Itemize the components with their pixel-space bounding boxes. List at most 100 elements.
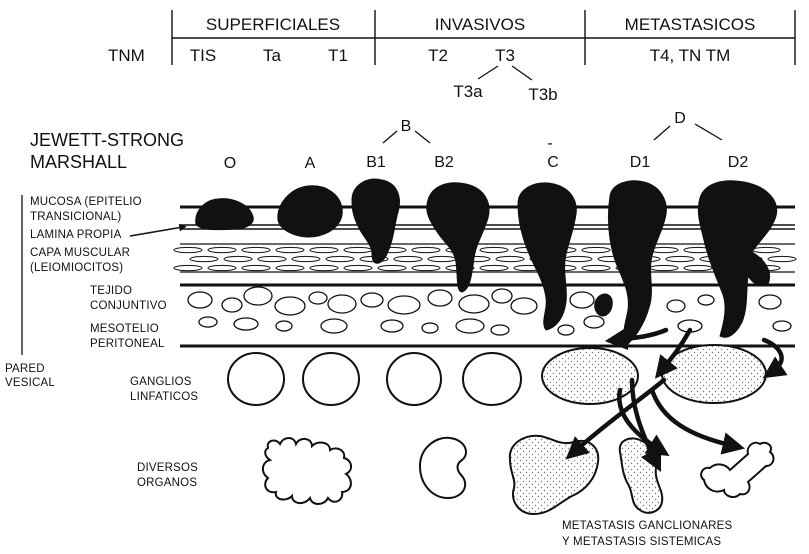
t3-branch-line	[512, 66, 532, 80]
muscle-fiber	[242, 247, 270, 252]
muscle-fiber	[480, 265, 508, 270]
connective-cell	[276, 321, 292, 331]
muscle-fiber	[394, 256, 422, 261]
connective-cell	[381, 320, 403, 332]
lymph-node-metastatic	[542, 348, 638, 404]
label-ganglios-2: LINFATICOS	[130, 391, 198, 403]
organ-bone	[701, 443, 773, 497]
muscle-fiber	[208, 265, 236, 270]
jsm-stage-o: O	[224, 155, 236, 172]
label-organos-2: ORGANOS	[137, 477, 197, 489]
jsm-stage-c: C	[547, 154, 559, 171]
muscle-fiber	[258, 256, 286, 261]
group-superficiales: SUPERFICIALES	[206, 15, 340, 34]
muscle-fiber	[310, 247, 338, 252]
muscle-fiber	[326, 256, 354, 261]
organ-kidney	[420, 438, 466, 498]
muscle-fiber	[276, 265, 304, 270]
group-invasivos: INVASIVOS	[435, 15, 525, 34]
jsm-c-mark: -	[547, 135, 552, 152]
connective-cell	[328, 295, 356, 313]
muscle-fiber	[378, 265, 406, 270]
stage-tis: TIS	[190, 46, 216, 65]
jsm-stage-a: A	[305, 155, 316, 172]
jewett-strong-marshall: JEWETT-STRONG MARSHALL B D O A B1 B2 - C…	[30, 110, 748, 172]
tumour-d1	[608, 181, 666, 344]
connective-cell	[570, 292, 594, 308]
connective-cell	[558, 325, 574, 335]
d-branch-line	[695, 124, 722, 140]
label-mesotelio-1: MESOTELIO	[90, 323, 159, 335]
muscle-fiber	[412, 247, 440, 252]
connective-cell	[361, 293, 383, 307]
caption-line2: Y METASTASIS SISTEMICAS	[562, 536, 721, 548]
muscle-fiber	[242, 265, 270, 270]
muscle-fiber	[412, 265, 440, 270]
jsm-stage-d1: D1	[630, 154, 651, 171]
muscle-fiber	[224, 256, 252, 261]
connective-tissue	[188, 287, 791, 335]
tumour-a	[278, 186, 342, 237]
muscle-fibers	[174, 247, 796, 270]
connective-cell	[309, 292, 327, 304]
connective-cell	[428, 290, 452, 306]
jsm-stage-b2: B2	[434, 154, 454, 171]
tumour-o	[196, 199, 253, 230]
connective-cell	[759, 295, 781, 309]
stage-t3a: T3a	[453, 82, 483, 101]
lymph-nodes	[228, 345, 766, 405]
connective-cell	[584, 316, 604, 328]
jsm-title-line2: MARSHALL	[30, 152, 127, 172]
tnm-header: SUPERFICIALES INVASIVOS METASTASICOS TNM…	[108, 10, 795, 104]
muscle-fiber	[480, 247, 508, 252]
muscle-fiber	[752, 247, 780, 252]
jsm-title-line1: JEWETT-STRONG	[30, 130, 184, 150]
muscle-fiber	[174, 265, 202, 270]
muscle-fiber	[344, 265, 372, 270]
group-metastasicos: METASTASICOS	[625, 15, 756, 34]
connective-cell	[491, 325, 509, 335]
jsm-group-b: B	[401, 118, 412, 135]
connective-cell	[667, 300, 685, 312]
connective-cell	[492, 289, 512, 303]
muscle-fiber	[208, 247, 236, 252]
lymph-node	[463, 353, 521, 405]
muscle-fiber	[428, 256, 456, 261]
muscle-fiber	[564, 256, 592, 261]
connective-cell	[321, 319, 347, 333]
connective-cell	[199, 317, 217, 327]
label-mucosa-2: TRANSICIONAL)	[30, 211, 121, 223]
label-muscular-1: CAPA MUSCULAR	[30, 247, 130, 259]
label-pared-2: VESICAL	[5, 377, 55, 389]
label-pared-1: PARED	[5, 363, 45, 375]
t3-branch-line	[478, 66, 498, 79]
muscle-fiber	[292, 256, 320, 261]
organs	[263, 436, 774, 514]
muscle-fiber	[582, 265, 610, 270]
lamina-arrow	[130, 227, 183, 236]
label-lamina: LAMINA PROPIA	[30, 229, 122, 241]
stage-t1: T1	[328, 46, 348, 65]
muscle-fiber	[666, 256, 694, 261]
tumour-d2-fragment	[734, 253, 758, 277]
muscle-fiber	[310, 265, 338, 270]
muscle-fiber	[650, 265, 678, 270]
layer-labels: MUCOSA (EPITELIO TRANSICIONAL) LAMINA PR…	[5, 195, 198, 489]
organ-intestine	[263, 438, 351, 504]
muscle-fiber	[344, 247, 372, 252]
tumour-b2	[427, 183, 489, 292]
connective-cell	[188, 292, 212, 308]
stage-ta: Ta	[263, 46, 282, 65]
organ-metastatic-1	[510, 436, 598, 514]
caption-line1: METASTASIS GANCLIONARES	[562, 520, 732, 532]
stage-t3b: T3b	[528, 85, 557, 104]
label-muscular-2: (LEIOMIOCITOS)	[30, 262, 123, 274]
tumour-d1-fragment	[595, 294, 613, 316]
label-organos-1: DIVERSOS	[137, 462, 198, 474]
connective-cell	[698, 295, 714, 305]
jsm-stage-d2: D2	[728, 154, 749, 171]
muscle-fiber	[190, 256, 218, 261]
label-mucosa-1: MUCOSA (EPITELIO	[30, 196, 142, 208]
